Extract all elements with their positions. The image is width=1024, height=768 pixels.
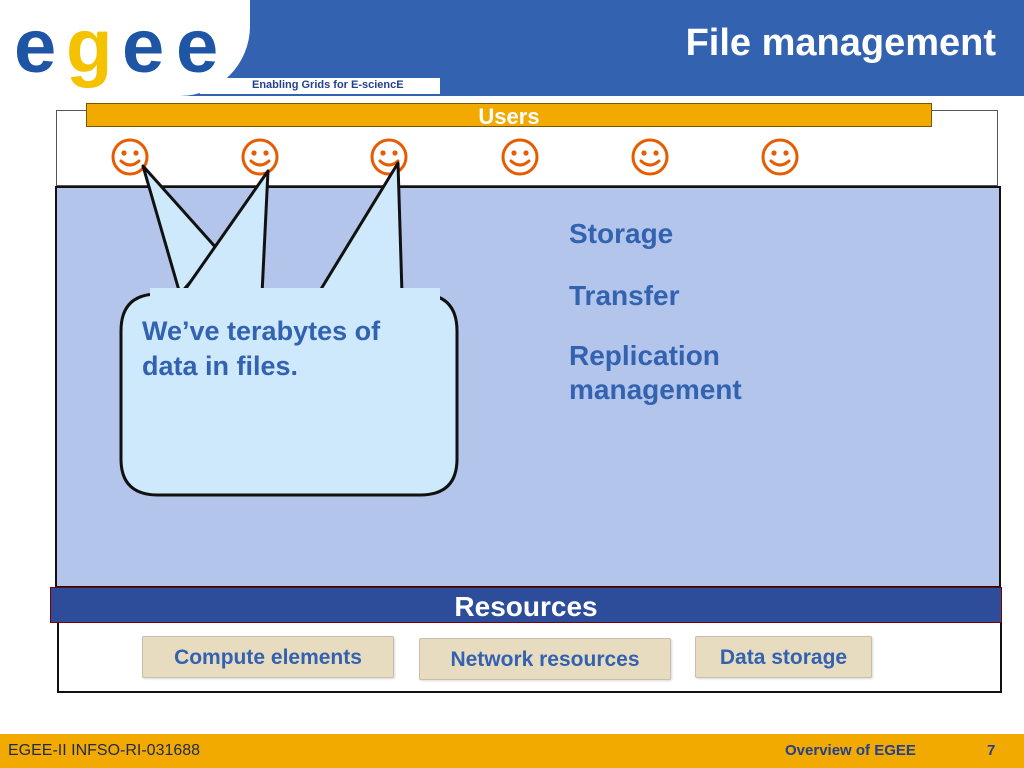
resource-network-resources: Network resources [419, 638, 671, 680]
footer-project-id: EGEE-II INFSO-RI-031688 [8, 742, 201, 759]
user-smiley-icon [761, 138, 799, 176]
svg-text:e: e [122, 10, 162, 89]
footer-section: Overview of EGEE [785, 742, 916, 759]
svg-text:g: g [66, 10, 108, 89]
tagline: Enabling Grids for E-sciencE [252, 79, 404, 91]
user-smiley-icon [501, 138, 539, 176]
footer-bar [0, 734, 1024, 768]
service-item-replication: Replication management [569, 340, 742, 405]
service-item-transfer: Transfer [569, 280, 680, 311]
resource-compute-elements: Compute elements [142, 636, 394, 678]
user-smiley-icon [241, 138, 279, 176]
egee-logo: e g e e [14, 10, 220, 89]
user-smiley-icon [631, 138, 669, 176]
logo-area: e g e e [0, 0, 250, 96]
page-number: 7 [987, 742, 996, 759]
resource-data-storage: Data storage [695, 636, 872, 678]
service-item-storage: Storage [569, 218, 674, 249]
users-label: Users [86, 103, 932, 129]
resources-label: Resources [50, 587, 1002, 623]
callout-text: We’ve terabytes of data in files. [142, 316, 381, 381]
user-smiley-icon [111, 138, 149, 176]
page-title: File management [685, 22, 996, 64]
tagline-bar [200, 78, 440, 94]
svg-text:e: e [14, 10, 54, 89]
svg-text:e: e [176, 10, 216, 89]
